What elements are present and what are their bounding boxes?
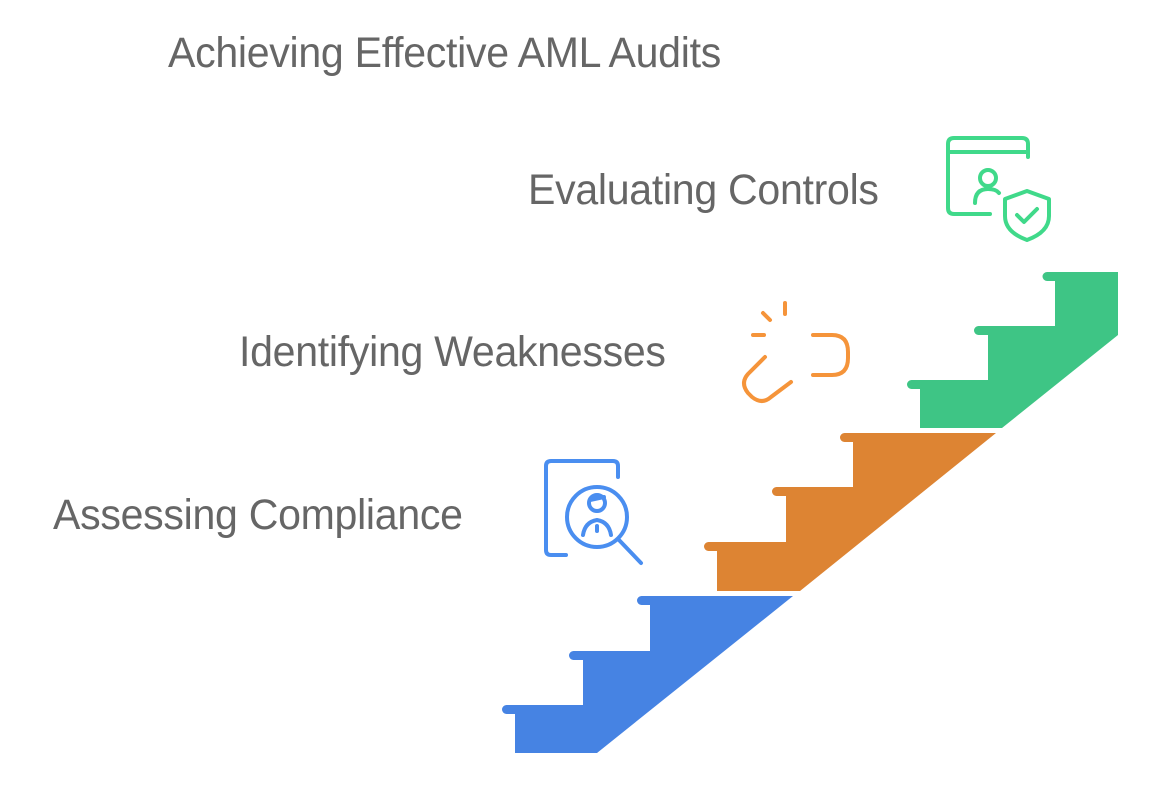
broken-link-icon [742,301,850,403]
document-person-search-icon [544,459,643,565]
diagram-title: Achieving Effective AML Audits [168,29,721,77]
stair-segment-evaluating-controls [907,272,1118,428]
stair-segment-assessing-compliance [502,596,793,753]
step-label-assessing-compliance: Assessing Compliance [53,491,463,539]
stair-segment-identifying-weaknesses [704,433,996,591]
step-label-identifying-weaknesses: Identifying Weaknesses [239,328,666,376]
user-window-shield-check-icon [946,136,1051,242]
step-label-evaluating-controls: Evaluating Controls [528,166,879,214]
